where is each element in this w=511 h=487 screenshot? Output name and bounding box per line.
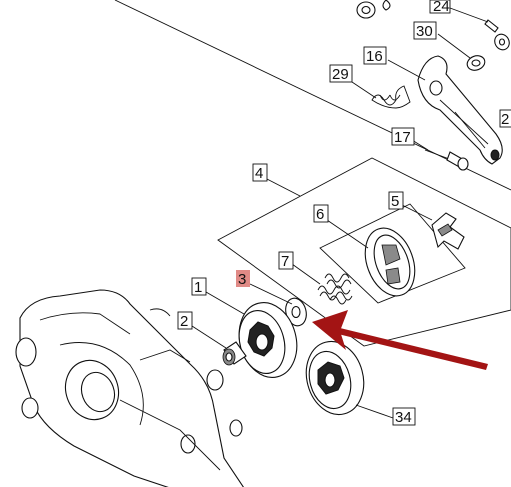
clip-top	[382, 0, 391, 11]
svg-text:16: 16	[366, 48, 383, 65]
leader-29	[351, 81, 377, 99]
svg-text:2: 2	[501, 111, 509, 128]
label-17: 17	[391, 127, 415, 146]
label-5: 5	[388, 191, 404, 210]
label-7: 7	[278, 251, 294, 270]
label-24: 24	[429, 0, 451, 15]
diagonal-leader-line	[114, 0, 511, 191]
svg-text:7: 7	[281, 253, 289, 270]
label-edge-2: 2	[499, 109, 511, 128]
svg-text:6: 6	[316, 206, 324, 223]
leader-4	[264, 177, 301, 197]
label-3: 3	[236, 270, 250, 288]
label-30: 30	[413, 21, 437, 40]
svg-text:29: 29	[332, 66, 349, 83]
washer-3	[285, 297, 307, 327]
needle-bearing-2	[222, 341, 247, 366]
leader-2	[191, 325, 227, 349]
label-29: 29	[329, 64, 353, 83]
leader-5	[401, 204, 433, 221]
ratchet-5	[431, 212, 465, 250]
red-arrow-head	[312, 310, 348, 350]
lever-16	[417, 55, 503, 165]
leader-16	[387, 59, 426, 81]
red-arrow-icon	[312, 310, 488, 370]
leader-34	[355, 404, 394, 419]
svg-text:30: 30	[416, 23, 433, 40]
leader-1	[205, 291, 245, 315]
rim-sprocket-34	[305, 340, 365, 416]
svg-text:17: 17	[394, 129, 411, 146]
svg-text:2: 2	[180, 313, 188, 330]
red-arrow-shaft	[338, 328, 488, 370]
bushing-30	[466, 55, 486, 71]
crankcase-housing	[15, 289, 244, 487]
svg-text:4: 4	[255, 165, 263, 182]
label-6: 6	[313, 204, 329, 223]
label-1: 1	[191, 277, 207, 296]
spring-29	[371, 85, 411, 109]
label-4: 4	[252, 163, 268, 182]
leader-3	[249, 283, 293, 305]
leader-7	[291, 263, 321, 285]
label-2: 2	[177, 311, 193, 330]
leader-24	[449, 7, 489, 23]
label-34: 34	[392, 407, 416, 426]
leader-6	[326, 219, 369, 249]
svg-text:34: 34	[395, 409, 412, 426]
svg-text:3: 3	[238, 271, 246, 288]
nut-top	[356, 1, 376, 19]
leader-17	[411, 139, 429, 151]
svg-text:1: 1	[194, 279, 202, 296]
springs-7	[317, 273, 353, 305]
clutch-6	[364, 227, 416, 297]
label-16: 16	[363, 46, 387, 65]
svg-text:5: 5	[391, 193, 399, 210]
assembly-box-6	[319, 203, 466, 304]
sprocket-1	[238, 302, 298, 378]
screw-17	[424, 149, 469, 171]
leader-30	[437, 33, 471, 59]
highlight-box-3	[236, 270, 250, 287]
svg-text:24: 24	[433, 0, 450, 15]
pin-24	[484, 19, 510, 51]
